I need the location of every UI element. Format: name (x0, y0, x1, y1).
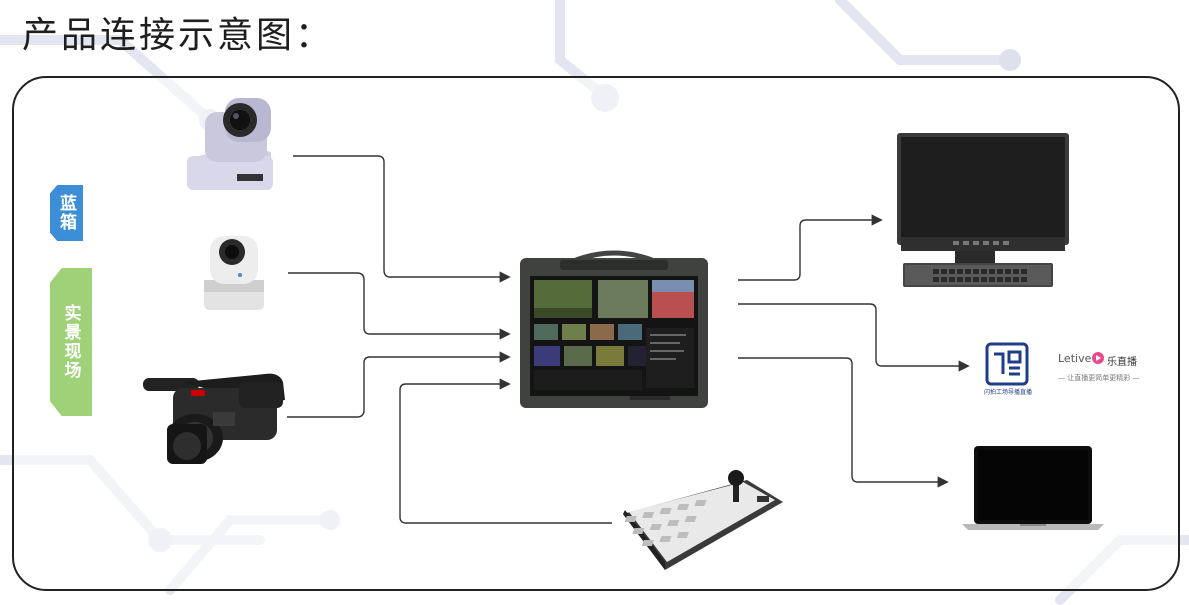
wire-streaming (738, 303, 970, 372)
ptz-camera-1-icon (187, 98, 273, 190)
live-scene-tag: 实景现场 (50, 268, 92, 416)
broadcast-monitor-icon (897, 133, 1069, 287)
camcorder-icon (143, 373, 285, 464)
page-title: 产品连接示意图： (22, 15, 335, 56)
portable-switcher-icon (520, 250, 708, 408)
letive-play-icon (1092, 352, 1104, 364)
streaming-platform-logo-icon (985, 342, 1029, 386)
ptz-camera-2-icon (204, 236, 264, 310)
letive-logo-slogan: — 让直播更简单更精彩 — (1058, 374, 1140, 382)
blue-box-tag: 蓝箱 (50, 185, 83, 241)
streaming-logo-caption: 闪拍工场导播直播 (983, 389, 1032, 396)
wire-monitor (738, 214, 883, 281)
wire-control-keyboard (399, 378, 612, 524)
control-keyboard-icon (623, 470, 783, 570)
wire-ptz-camera-1 (293, 155, 511, 283)
letive-logo-cn: 乐直播 (1107, 357, 1137, 368)
wire-camcorder (287, 351, 511, 418)
wire-laptop (738, 357, 949, 488)
laptop-icon (962, 446, 1104, 530)
letive-logo-name: Letive (1058, 352, 1092, 365)
wire-ptz-camera-2 (288, 272, 511, 340)
